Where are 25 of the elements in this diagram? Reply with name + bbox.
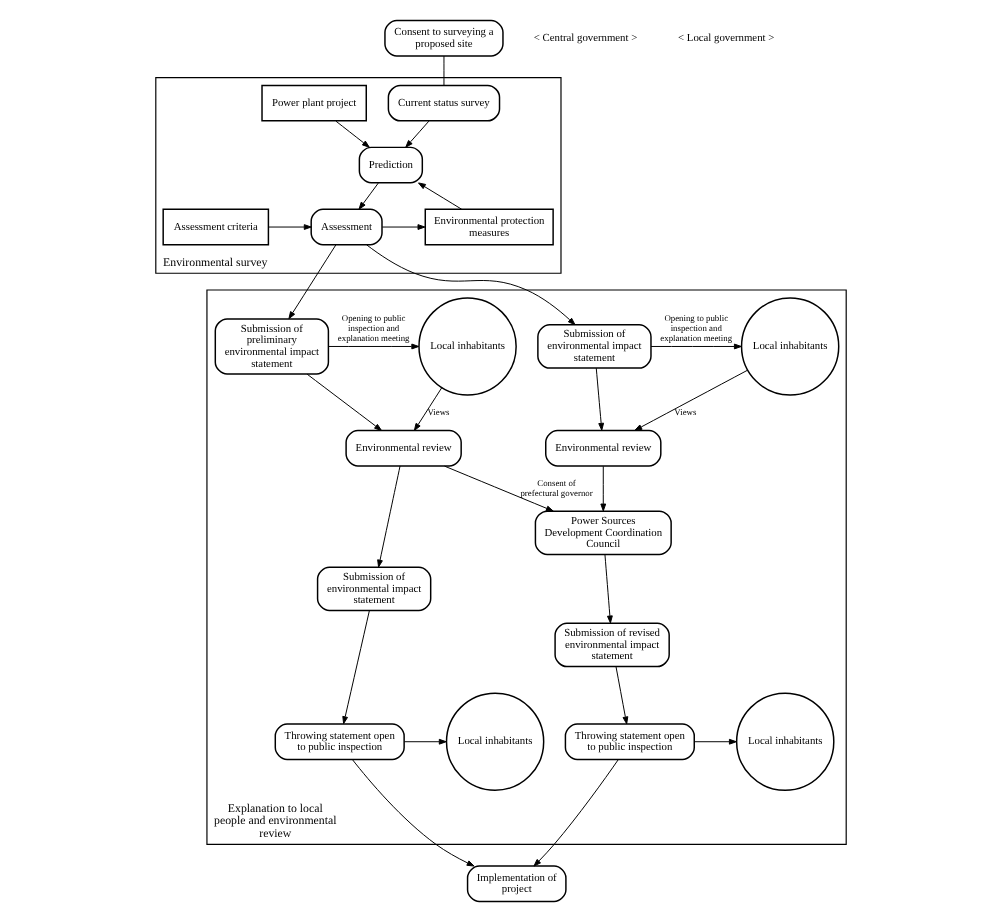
arrow — [287, 244, 336, 320]
arrow — [334, 120, 369, 148]
arrow — [404, 120, 429, 148]
arrow — [443, 465, 553, 512]
arrow — [417, 182, 462, 210]
arrow — [603, 554, 612, 624]
arrow — [614, 666, 628, 725]
arrow — [633, 369, 747, 431]
arrow — [594, 367, 604, 431]
arrow — [693, 738, 736, 745]
connector — [442, 55, 444, 86]
arrow — [357, 182, 378, 210]
arrow — [599, 465, 606, 512]
arrow — [341, 610, 369, 725]
arrow — [305, 373, 381, 431]
arrow — [412, 387, 442, 431]
arrow — [376, 465, 400, 568]
arrow — [380, 224, 425, 230]
arrow — [266, 224, 311, 230]
arrow — [351, 759, 474, 867]
arrow — [365, 244, 575, 326]
arrow — [326, 343, 419, 350]
arrow — [402, 738, 446, 745]
arrow — [532, 758, 618, 867]
arrow — [649, 343, 741, 350]
